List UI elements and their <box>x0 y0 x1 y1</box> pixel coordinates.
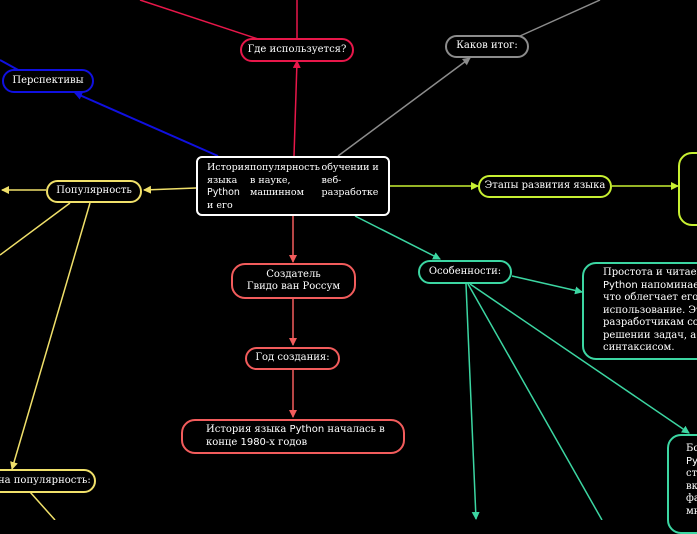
simplicity-line4: использование. Это по <box>603 304 697 316</box>
edge-central-to-features <box>354 215 441 260</box>
node-history[interactable]: История языка Python началась в конце 19… <box>181 419 405 454</box>
history-post: началась в <box>324 424 385 435</box>
central-line2: популярность в науке, машинном <box>250 162 320 198</box>
node-year[interactable]: Год создания: <box>245 347 340 370</box>
history-line2-post: -х годов <box>265 436 308 448</box>
mindmap-connectors <box>0 0 690 520</box>
libraries-line3: ст <box>686 468 697 479</box>
edge-popularity-diag-left <box>0 202 71 256</box>
simplicity-line2-post: напоминает а <box>640 279 697 291</box>
libraries-line2: Py <box>686 455 697 467</box>
edge-features-diag <box>467 283 603 520</box>
prospects-label: Перспективы <box>12 74 84 86</box>
simplicity-line6: решении задач, а не н <box>603 329 697 341</box>
edge-central-to-prospects <box>74 92 219 157</box>
simplicity-line3: что облегчает его изуч <box>603 292 697 304</box>
central-line1-pre: История языка <box>207 162 250 186</box>
history-pre: История языка <box>206 424 290 435</box>
year-label: Год создания: <box>255 352 330 364</box>
result-label: Каков итог: <box>456 40 518 52</box>
libraries-line4: вк <box>686 480 697 492</box>
libraries-line5: фа <box>686 493 697 504</box>
node-prospects[interactable]: Перспективы <box>2 69 94 93</box>
features-label: Особенности: <box>428 265 502 277</box>
central-line3: обучении и веб-разработке <box>321 162 379 198</box>
simplicity-python-word: Python <box>603 279 638 291</box>
gained-popularity-label: нна популярность: <box>0 474 91 486</box>
edge-crimson-top-left <box>139 0 259 40</box>
edge-gained-down <box>29 491 56 520</box>
node-result[interactable]: Каков итог: <box>445 35 529 58</box>
edge-popularity-to-gained <box>10 202 91 470</box>
libraries-line6: мн <box>686 505 697 517</box>
where-used-label: Где используется? <box>247 43 347 55</box>
central-line1-post: и его <box>207 199 233 211</box>
simplicity-line7: синтаксисом. <box>603 342 675 354</box>
edge-central-to-result <box>337 57 471 157</box>
edge-features-down <box>465 283 480 520</box>
node-popularity[interactable]: Популярность <box>46 180 142 203</box>
edge-features-to-libraries <box>469 283 690 434</box>
history-year-number: 1980 <box>240 436 266 448</box>
node-stages[interactable]: Этапы развития языка <box>478 175 612 198</box>
stages-label: Этапы развития языка <box>484 180 606 192</box>
creator-line1: Создатель <box>266 268 321 280</box>
libraries-line1: Бо <box>686 443 697 454</box>
edge-features-to-simplicity <box>511 275 583 295</box>
node-gained-popularity[interactable]: нна популярность: <box>0 469 96 493</box>
central-python-word: Python <box>207 187 240 198</box>
creator-line2: Гвидо ван Россум <box>246 281 341 292</box>
node-simplicity[interactable]: Простота и читаемость Python напоминает … <box>582 262 697 360</box>
history-line2-pre: конце <box>206 436 241 448</box>
node-features[interactable]: Особенности: <box>418 260 512 284</box>
node-libraries[interactable]: Бо Py ст вк фа мн <box>667 434 697 534</box>
node-stages-right[interactable] <box>678 152 697 226</box>
node-creator[interactable]: Создатель Гвидо ван Россум <box>231 263 356 299</box>
edge-gray-top-right <box>519 0 601 37</box>
popularity-label: Популярность <box>56 185 132 197</box>
central-topic[interactable]: История языка Python и его популярность … <box>196 156 390 216</box>
edge-central-to-where-used <box>292 60 301 157</box>
edge-central-to-popularity <box>143 185 197 194</box>
node-where-used[interactable]: Где используется? <box>240 38 354 62</box>
history-python-word: Python <box>289 424 325 435</box>
simplicity-line1: Простота и читаемость <box>603 267 697 279</box>
simplicity-line5: разработчикам сосред <box>603 317 697 329</box>
